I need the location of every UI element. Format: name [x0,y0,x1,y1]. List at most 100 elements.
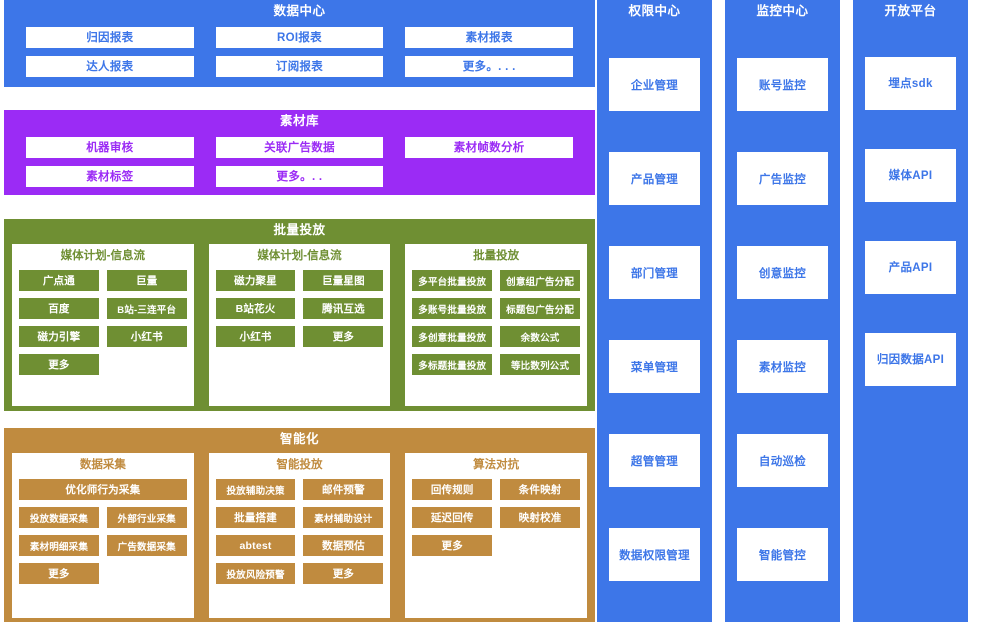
chip-email-alert[interactable]: 邮件预警 [303,479,384,500]
data-center-button-5[interactable]: 更多。. . . [405,55,573,77]
card-chips-data-collection: 优化师行为采集 投放数据采集 外部行业采集 素材明细采集 广告数据采集 更多 [19,479,187,584]
chip-more-data-collection[interactable]: 更多 [19,563,99,584]
chip-external-industry-collection[interactable]: 外部行业采集 [106,507,187,528]
card-title-media-plan-feed-2: 媒体计划-信息流 [257,249,342,262]
monitoring-item-creative-monitoring[interactable]: 创意监控 [737,246,828,300]
chip-optimizer-behavior-collection[interactable]: 优化师行为采集 [19,479,187,500]
monitoring-item-smart-control[interactable]: 智能管控 [737,528,828,582]
chip-more-algorithm[interactable]: 更多 [412,535,493,556]
card-title-media-plan-feed-1: 媒体计划-信息流 [60,249,145,262]
chip-cili-engine[interactable]: 磁力引擎 [19,326,99,347]
chip-multi-platform-batch[interactable]: 多平台批量投放 [412,270,493,291]
intelligence-cards: 数据采集 优化师行为采集 投放数据采集 外部行业采集 素材明细采集 广告数据采集… [4,452,595,618]
card-chips-media-plan-feed-1: 广点通 巨量 百度 B站-三连平台 磁力引擎 小红书 更多 [19,270,187,375]
card-data-collection: 数据采集 优化师行为采集 投放数据采集 外部行业采集 素材明细采集 广告数据采集… [12,452,194,618]
card-chips-smart-delivery: 投放辅助决策 邮件预警 批量搭建 素材辅助设计 abtest 数据预估 投放风险… [215,479,384,584]
card-title-algorithm-countermeasure: 算法对抗 [473,458,520,471]
open-platform-item-media-api[interactable]: 媒体API [865,148,956,202]
chip-more-smart-delivery[interactable]: 更多 [303,563,384,584]
section-data-center: 数据中心 归因报表 ROI报表 素材报表 达人报表 订阅报表 更多。. . . [4,0,595,87]
permission-item-department-management[interactable]: 部门管理 [609,246,700,300]
section-intelligence: 智能化 数据采集 优化师行为采集 投放数据采集 外部行业采集 素材明细采集 广告… [4,428,595,622]
card-title-batch-delivery: 批量投放 [473,249,520,262]
permission-item-enterprise-management[interactable]: 企业管理 [609,58,700,112]
card-chips-media-plan-feed-2: 磁力聚星 巨量星图 B站花火 腾讯互选 小红书 更多 [215,270,384,347]
chip-geometric-series-formula[interactable]: 等比数列公式 [500,354,580,375]
data-center-button-1[interactable]: ROI报表 [215,26,384,48]
chip-juliang[interactable]: 巨量 [106,270,187,291]
permission-center-items: 企业管理 产品管理 部门管理 菜单管理 超管管理 数据权限管理 [597,18,712,622]
permission-item-product-management[interactable]: 产品管理 [609,152,700,206]
data-center-button-2[interactable]: 素材报表 [405,26,573,48]
monitoring-item-account-monitoring[interactable]: 账号监控 [737,58,828,112]
chip-delayed-callback[interactable]: 延迟回传 [412,507,493,528]
chip-delivery-data-collection[interactable]: 投放数据采集 [19,507,99,528]
chip-mapping-calibration[interactable]: 映射校准 [500,507,580,528]
card-media-plan-feed-1: 媒体计划-信息流 广点通 巨量 百度 B站-三连平台 磁力引擎 小红书 更多 [12,243,194,406]
material-library-button-1[interactable]: 关联广告数据 [215,136,384,158]
open-platform-item-tracking-sdk[interactable]: 埋点sdk [865,56,956,110]
chip-multi-creative-batch[interactable]: 多创意批量投放 [412,326,493,347]
column-title-open-platform: 开放平台 [884,4,937,18]
monitoring-center-items: 账号监控 广告监控 创意监控 素材监控 自动巡检 智能管控 [725,18,840,622]
section-title-batch-delivery: 批量投放 [273,223,326,237]
card-title-smart-delivery: 智能投放 [276,458,323,471]
material-library-button-4[interactable]: 更多。. . [215,165,384,187]
data-center-button-4[interactable]: 订阅报表 [215,55,384,77]
chip-data-forecast[interactable]: 数据预估 [303,535,384,556]
data-center-button-0[interactable]: 归因报表 [26,26,194,48]
card-batch-delivery: 批量投放 多平台批量投放 创意组广告分配 多账号批量投放 标题包广告分配 多创意… [405,243,587,406]
chip-more[interactable]: 更多 [19,354,99,375]
material-library-button-0[interactable]: 机器审核 [26,136,194,158]
chip-abtest[interactable]: abtest [215,535,296,556]
open-platform-items: 埋点sdk 媒体API 产品API 归因数据API [853,18,968,622]
chip-cili-juxing[interactable]: 磁力聚星 [215,270,296,291]
section-title-material-library: 素材库 [279,114,319,128]
chip-multi-account-batch[interactable]: 多账号批量投放 [412,298,493,319]
card-algorithm-countermeasure: 算法对抗 回传规则 条件映射 延迟回传 映射校准 更多 [405,452,587,618]
chip-xiaohongshu[interactable]: 小红书 [106,326,187,347]
card-chips-batch-delivery: 多平台批量投放 创意组广告分配 多账号批量投放 标题包广告分配 多创意批量投放 … [412,270,580,375]
chip-bilibili-sanlian[interactable]: B站-三连平台 [106,298,187,319]
open-platform-item-product-api[interactable]: 产品API [865,240,956,294]
monitoring-item-material-monitoring[interactable]: 素材监控 [737,340,828,394]
permission-item-data-permission-management[interactable]: 数据权限管理 [609,528,700,582]
monitoring-item-ad-monitoring[interactable]: 广告监控 [737,152,828,206]
right-columns: 权限中心 企业管理 产品管理 部门管理 菜单管理 超管管理 数据权限管理 监控中… [597,0,1000,622]
chip-ad-data-collection[interactable]: 广告数据采集 [106,535,187,556]
card-media-plan-feed-2: 媒体计划-信息流 磁力聚星 巨量星图 B站花火 腾讯互选 小红书 更多 [208,243,391,406]
chip-juliang-xingtu[interactable]: 巨量星图 [303,270,384,291]
chip-xiaohongshu-2[interactable]: 小红书 [215,326,296,347]
section-material-library: 素材库 机器审核 关联广告数据 素材帧数分析 素材标签 更多。. . [4,110,595,195]
chip-bilibili-huahuo[interactable]: B站花火 [215,298,296,319]
chip-callback-rule[interactable]: 回传规则 [412,479,493,500]
material-library-button-2[interactable]: 素材帧数分析 [405,136,573,158]
permission-item-superadmin-management[interactable]: 超管管理 [609,434,700,488]
chip-guangdiantong[interactable]: 广点通 [19,270,99,291]
chip-material-detail-collection[interactable]: 素材明细采集 [19,535,99,556]
chip-creative-group-ad-alloc[interactable]: 创意组广告分配 [500,270,580,291]
chip-batch-build[interactable]: 批量搭建 [215,507,296,528]
data-center-button-3[interactable]: 达人报表 [26,55,194,77]
column-gap-1 [712,0,725,622]
chip-remainder-formula[interactable]: 余数公式 [500,326,580,347]
card-chips-algorithm-countermeasure: 回传规则 条件映射 延迟回传 映射校准 更多 [412,479,580,556]
chip-tencent-huxuan[interactable]: 腾讯互选 [303,298,384,319]
column-title-monitoring-center: 监控中心 [756,4,809,18]
chip-delivery-risk-alert[interactable]: 投放风险预警 [215,563,296,584]
chip-condition-mapping[interactable]: 条件映射 [500,479,580,500]
section-title-data-center: 数据中心 [273,4,326,18]
chip-multi-title-batch[interactable]: 多标题批量投放 [412,354,493,375]
monitoring-item-auto-inspection[interactable]: 自动巡检 [737,434,828,488]
chip-more-2[interactable]: 更多 [303,326,384,347]
open-platform-item-attribution-data-api[interactable]: 归因数据API [865,332,956,386]
card-smart-delivery: 智能投放 投放辅助决策 邮件预警 批量搭建 素材辅助设计 abtest 数据预估… [208,452,391,618]
chip-delivery-assist-decision[interactable]: 投放辅助决策 [215,479,296,500]
chip-baidu[interactable]: 百度 [19,298,99,319]
chip-material-assist-design[interactable]: 素材辅助设计 [303,507,384,528]
chip-title-pack-ad-alloc[interactable]: 标题包广告分配 [500,298,580,319]
left-column: 数据中心 归因报表 ROI报表 素材报表 达人报表 订阅报表 更多。. . . … [4,0,595,622]
material-library-button-3[interactable]: 素材标签 [26,165,194,187]
permission-item-menu-management[interactable]: 菜单管理 [609,340,700,394]
